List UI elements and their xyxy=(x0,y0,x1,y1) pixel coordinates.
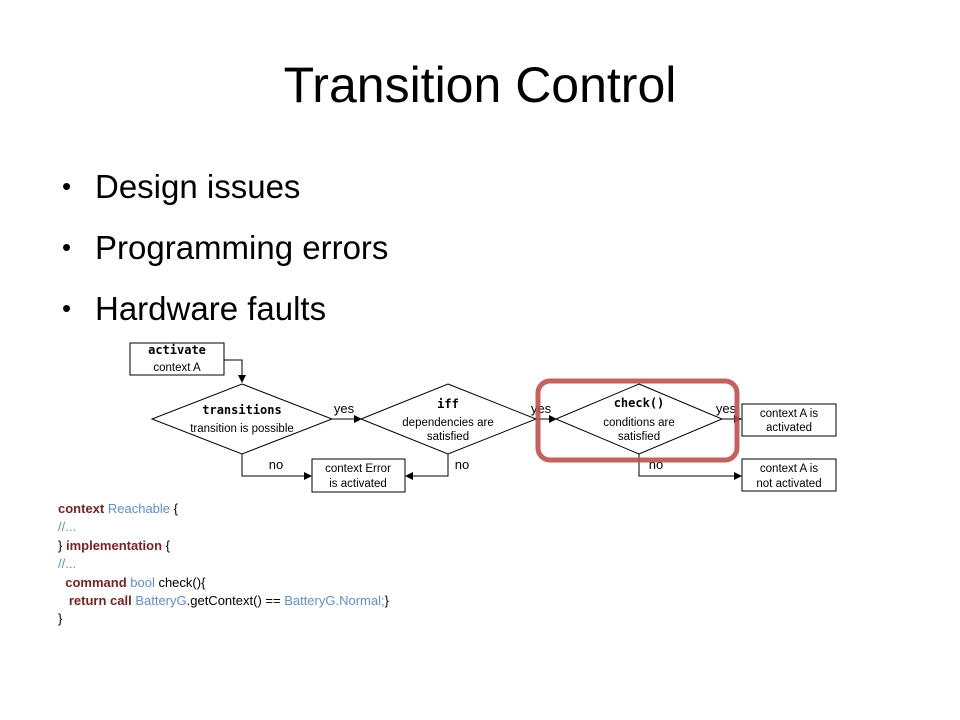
code-type: BatteryG.Normal; xyxy=(284,593,385,609)
code-text: } xyxy=(384,593,389,609)
not-activated-line1: context A is xyxy=(760,463,818,475)
yes-label: yes xyxy=(334,401,355,416)
activated-line2: activated xyxy=(766,422,812,434)
code-keyword: implementation xyxy=(65,537,163,553)
yes-label: yes xyxy=(716,401,737,416)
code-comment: //... xyxy=(58,556,77,572)
code-keyword: command xyxy=(65,574,127,590)
code-line: } implementation { xyxy=(58,537,389,555)
iff-sub2: satisfied xyxy=(427,431,469,443)
code-text: .getContext() == xyxy=(186,593,285,609)
bullet-label: Hardware faults xyxy=(95,290,327,327)
code-text: } xyxy=(58,537,66,553)
code-text: check(){ xyxy=(154,574,206,590)
no-label: no xyxy=(269,457,283,472)
code-comment: //... xyxy=(58,519,77,535)
code-line: context Reachable { xyxy=(58,500,389,518)
bullet-dot-icon: • xyxy=(62,171,72,201)
no-arrow xyxy=(405,454,449,480)
bullet-item: • Programming errors xyxy=(58,217,388,278)
error-line2: is activated xyxy=(329,478,387,490)
not-activated-box xyxy=(741,458,837,492)
no-label: no xyxy=(455,457,469,472)
check-highlight xyxy=(535,378,740,463)
code-type: Reachable xyxy=(107,501,171,516)
code-line: command bool check(){ xyxy=(58,574,389,592)
iff-sub1: dependencies are xyxy=(402,417,493,429)
activated-line1: context A is xyxy=(760,408,818,420)
slide-title: Transition Control xyxy=(283,57,677,113)
bullet-dot-icon: • xyxy=(62,293,72,323)
activate-sub: context A xyxy=(153,362,201,374)
bullet-item: • Hardware faults xyxy=(58,278,388,339)
code-line: return call BatteryG.getContext() == Bat… xyxy=(58,592,389,610)
bullet-item: • Design issues xyxy=(58,156,388,217)
error-box xyxy=(311,458,406,493)
not-activated-line2: not activated xyxy=(756,478,821,490)
check-sub2: satisfied xyxy=(618,431,660,443)
code-line: } xyxy=(58,611,63,627)
no-arrow xyxy=(241,454,312,480)
transitions-diamond xyxy=(150,383,334,455)
yes-label: yes xyxy=(531,401,552,416)
bullet-label: Design issues xyxy=(95,168,301,205)
activate-title: activate xyxy=(148,343,206,357)
transitions-title: transitions xyxy=(202,403,281,417)
code-type: bool xyxy=(130,574,155,590)
code-keyword: context xyxy=(58,501,105,516)
check-sub1: conditions are xyxy=(603,417,675,429)
connector-arrow xyxy=(224,359,246,383)
code-type: BatteryG xyxy=(135,593,187,609)
code-keyword: return call xyxy=(68,593,132,609)
code-listing: context Reachable {//...} implementation… xyxy=(58,500,389,629)
activate-box xyxy=(129,342,225,376)
bullet-list: • Design issues • Programming errors • Hard… xyxy=(58,156,388,339)
activated-box xyxy=(741,403,837,437)
bullet-dot-icon: • xyxy=(62,232,72,262)
error-line1: context Error xyxy=(325,463,391,475)
transitions-sub: transition is possible xyxy=(190,423,294,435)
check-title: check() xyxy=(614,396,665,410)
code-text: { xyxy=(170,501,178,516)
bullet-label: Programming errors xyxy=(95,229,389,266)
code-text: { xyxy=(162,537,171,553)
iff-title: iff xyxy=(437,397,459,411)
